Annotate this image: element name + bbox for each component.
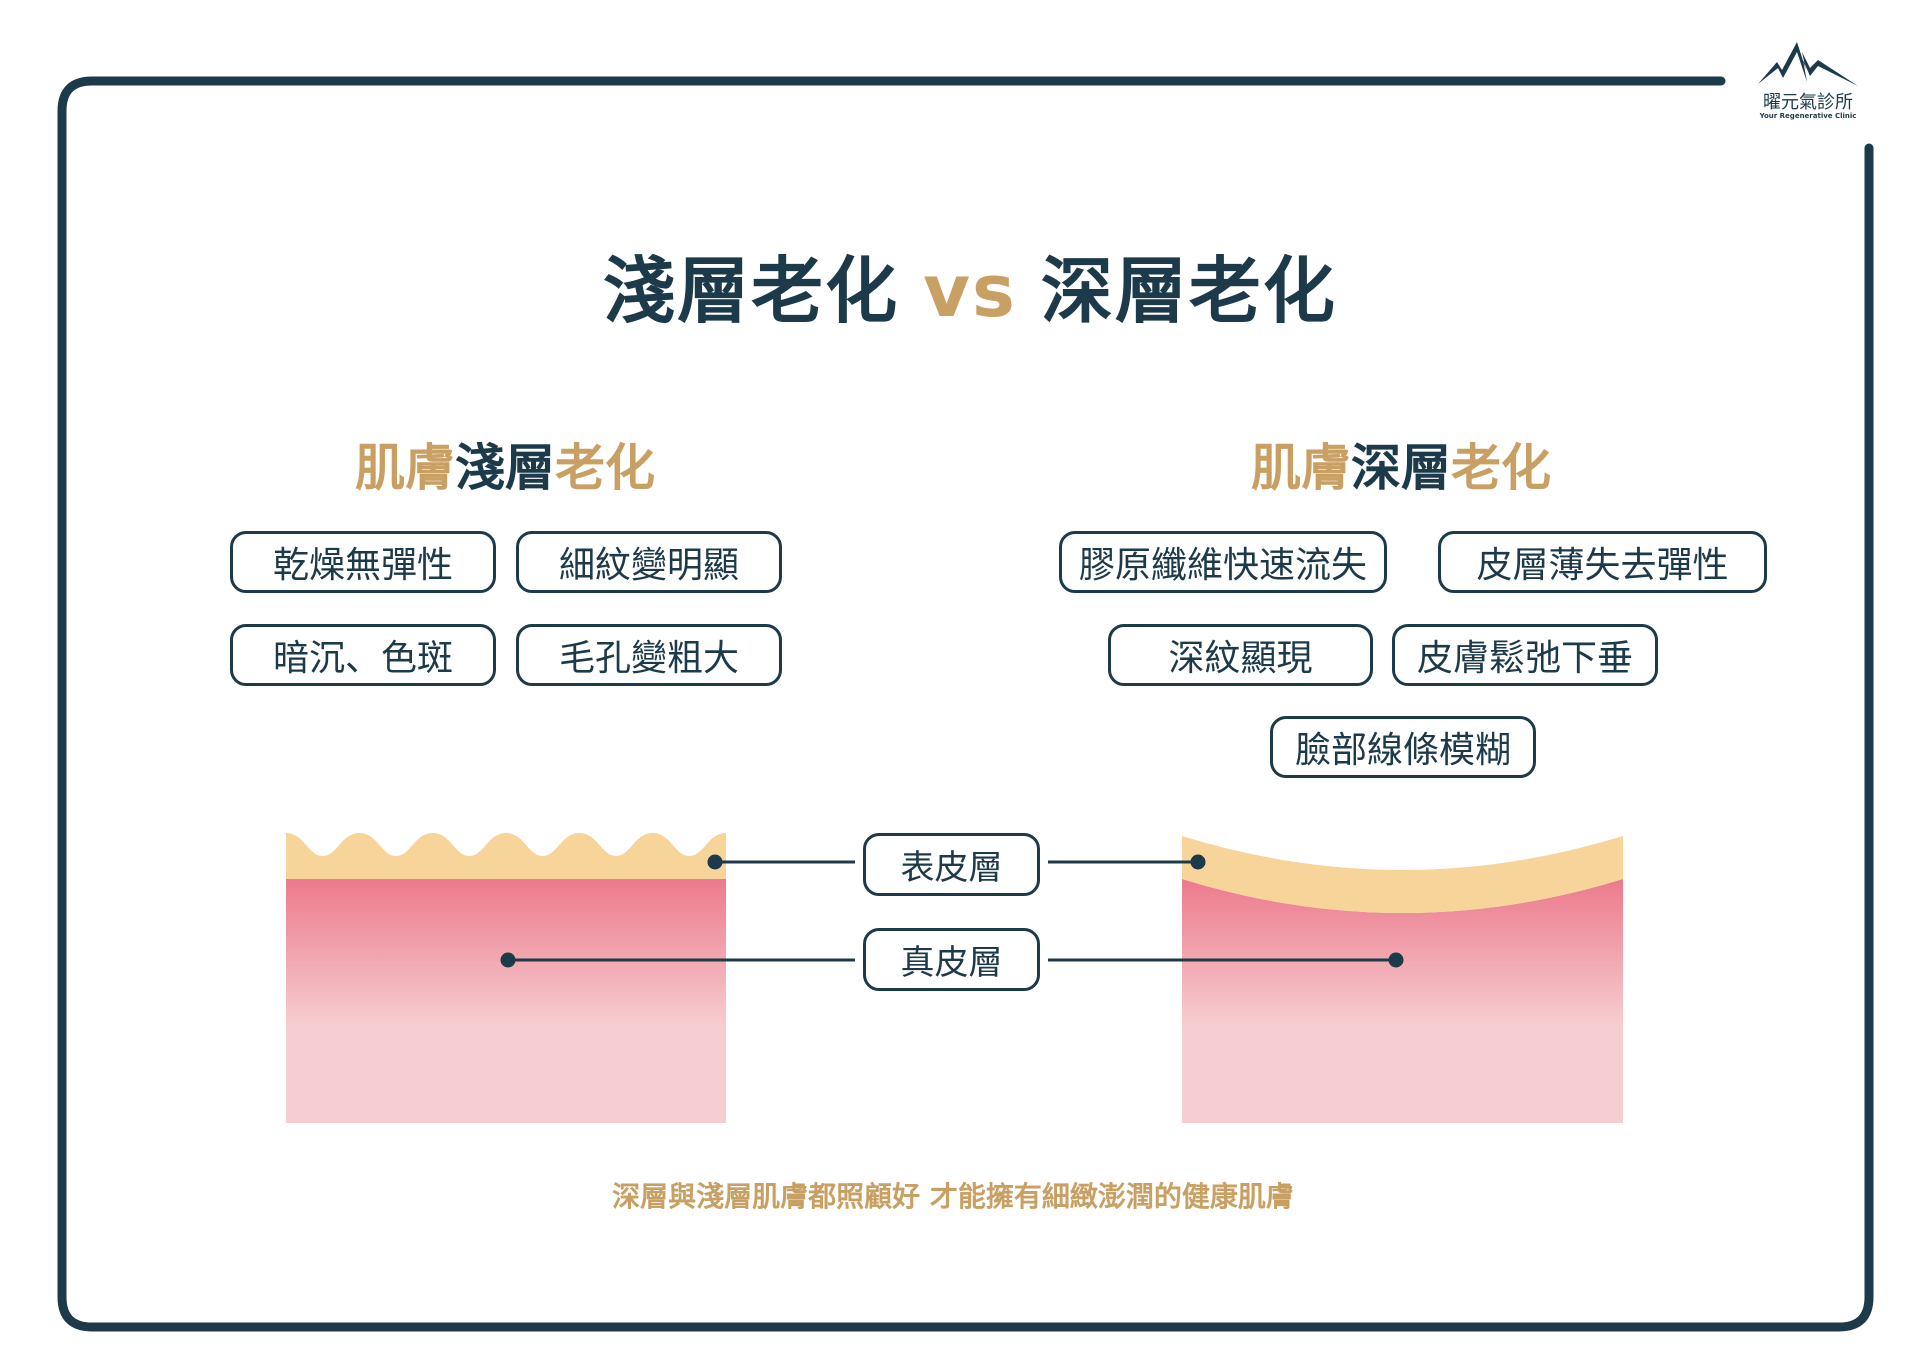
- symptom-tag: 皮膚鬆弛下垂: [1392, 624, 1658, 686]
- symptom-tag: 毛孔變粗大: [516, 624, 782, 686]
- heading-part: 老化: [1451, 439, 1551, 497]
- symptom-tag: 乾燥無彈性: [230, 531, 496, 593]
- dermis-dot-right: [1388, 952, 1404, 968]
- symptom-tag: 膠原纖維快速流失: [1059, 531, 1387, 593]
- footer-note: 深層與淺層肌膚都照顧好 才能擁有細緻澎潤的健康肌膚: [612, 1180, 1294, 1213]
- card-border: [57, 76, 1874, 1332]
- dermis-label: 真皮層: [863, 928, 1040, 991]
- title-left: 淺層老化: [603, 249, 900, 333]
- shallow-heading: 肌膚淺層老化: [205, 428, 805, 500]
- title-right: 深層老化: [1040, 249, 1337, 333]
- heading-part: 深層: [1351, 439, 1451, 497]
- symptom-tag: 細紋變明顯: [516, 531, 782, 593]
- deep-epidermis: [1182, 836, 1623, 913]
- logo-name-en: Your Regenerative Clinic: [1759, 112, 1857, 120]
- deep-dermis: [1182, 879, 1623, 1123]
- heading-part: 肌膚: [1251, 439, 1351, 497]
- heading-part: 肌膚: [355, 439, 455, 497]
- dermis-dot-left: [500, 952, 516, 968]
- epidermis-dot-left: [707, 854, 723, 870]
- title-vs: vs: [923, 249, 1017, 333]
- heading-part: 淺層: [455, 439, 555, 497]
- epidermis-dot-right: [1190, 854, 1206, 870]
- logo-mountain-icon: [1758, 42, 1858, 86]
- heading-part: 老化: [555, 439, 655, 497]
- symptom-tag: 深紋顯現: [1108, 624, 1373, 686]
- shallow-dermis: [286, 879, 726, 1123]
- page-title: 淺層老化 vs 深層老化: [0, 232, 1920, 337]
- symptom-tag: 皮層薄失去彈性: [1438, 531, 1767, 593]
- logo-name-cn: 曜元氣診所: [1763, 92, 1853, 113]
- deep-heading: 肌膚深層老化: [1101, 428, 1701, 500]
- symptom-tag: 臉部線條模糊: [1270, 716, 1536, 778]
- shallow-epidermis: [286, 833, 726, 879]
- epidermis-label: 表皮層: [863, 833, 1040, 896]
- symptom-tag: 暗沉、色斑: [230, 624, 496, 686]
